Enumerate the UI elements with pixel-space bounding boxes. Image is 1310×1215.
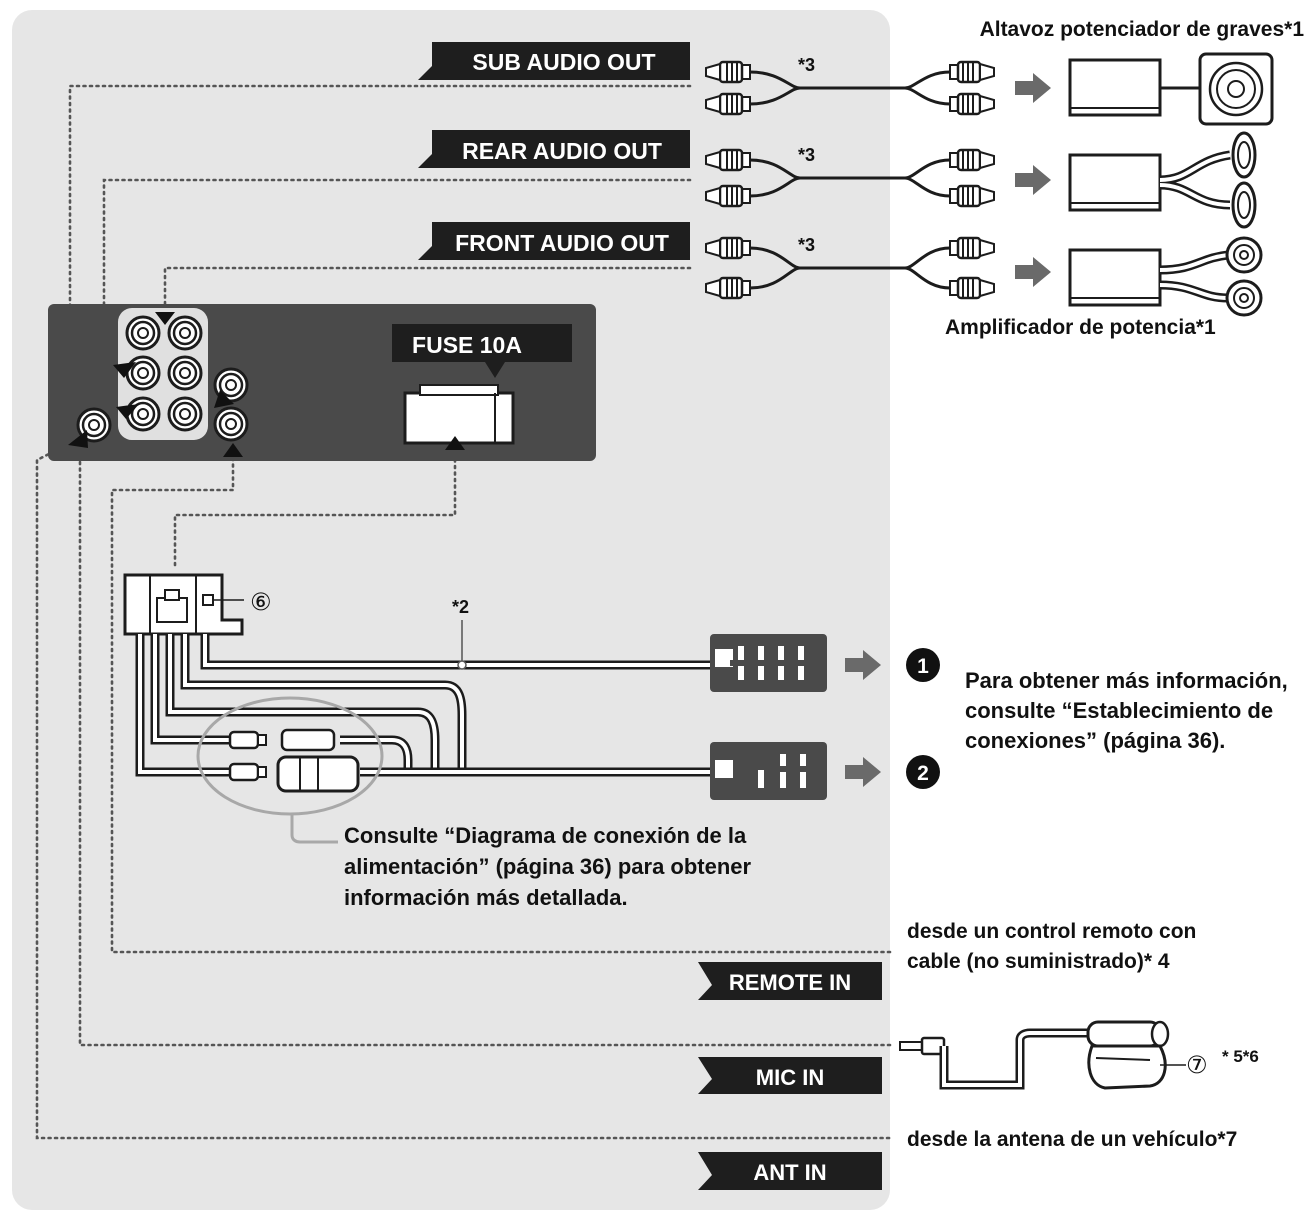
front-audio-out-label: FRONT AUDIO OUT bbox=[418, 222, 690, 260]
harness-wires bbox=[135, 634, 710, 777]
info-paragraph: Para obtener más información, consulte “… bbox=[965, 668, 1288, 753]
power-line-1: Consulte “Diagrama de conexión de la bbox=[344, 823, 747, 848]
fuse-connector-socket bbox=[403, 384, 515, 445]
front-audio-out-text: FRONT AUDIO OUT bbox=[455, 230, 669, 256]
note-star2: *2 bbox=[452, 597, 469, 617]
front-speaker-icon bbox=[1225, 236, 1263, 274]
rca-jack bbox=[167, 315, 203, 351]
mic-in-label: MIC IN bbox=[698, 1057, 882, 1094]
power-harness-plug bbox=[123, 573, 244, 636]
rca-cable-rear bbox=[704, 148, 1051, 208]
note-star3-sub: *3 bbox=[798, 55, 815, 75]
power-line-3: información más detallada. bbox=[344, 885, 628, 910]
rear-audio-out-text: REAR AUDIO OUT bbox=[462, 138, 662, 164]
marker-1-text: 1 bbox=[917, 655, 929, 678]
fuse-label-text: FUSE 10A bbox=[412, 332, 522, 358]
remote-in-label: REMOTE IN bbox=[698, 962, 882, 1000]
microphone-icon bbox=[899, 1020, 1186, 1090]
power-line-2: alimentación” (página 36) para obtener bbox=[344, 854, 752, 879]
power-diagram-paragraph: Consulte “Diagrama de conexión de la ali… bbox=[344, 823, 752, 910]
callout-6: ⑥ bbox=[250, 589, 272, 616]
ant-in-label: ANT IN bbox=[698, 1152, 882, 1190]
sub-audio-out-text: SUB AUDIO OUT bbox=[472, 49, 655, 75]
fuse-label: FUSE 10A bbox=[392, 324, 572, 378]
connector-1 bbox=[710, 634, 827, 692]
subwoofer-caption: Altavoz potenciador de graves*1 bbox=[980, 18, 1305, 41]
front-speaker-icon bbox=[1225, 279, 1263, 317]
remote-in-text: REMOTE IN bbox=[729, 970, 851, 995]
rca-jack bbox=[167, 396, 203, 432]
subwoofer-amplifier-box bbox=[1068, 58, 1200, 117]
rca-jack bbox=[167, 355, 203, 391]
ant-in-jack bbox=[213, 406, 249, 442]
mic-in-text: MIC IN bbox=[756, 1065, 824, 1090]
power-connection-highlight bbox=[196, 696, 384, 816]
power-amplifier-box bbox=[1068, 248, 1229, 307]
info-line-1: Para obtener más información, bbox=[965, 668, 1288, 693]
harness-mid-connectors bbox=[228, 728, 360, 793]
note-star2-dot bbox=[457, 660, 467, 670]
rear-audio-out-label: REAR AUDIO OUT bbox=[418, 130, 690, 168]
remote-caption-1: desde un control remoto con bbox=[907, 920, 1196, 943]
amplifier-caption: Amplificador de potencia*1 bbox=[945, 316, 1216, 339]
rca-cable-front bbox=[704, 236, 1051, 300]
highlight-leader-line bbox=[290, 814, 338, 844]
rca-jack bbox=[125, 396, 161, 432]
info-line-2: consulte “Establecimiento de bbox=[965, 698, 1273, 723]
connector-2 bbox=[710, 742, 827, 800]
rca-jack bbox=[125, 315, 161, 351]
subwoofer-speaker-icon bbox=[1198, 52, 1274, 126]
remote-caption-2: cable (no suministrado)* 4 bbox=[907, 950, 1170, 973]
note-star56: * 5*6 bbox=[1222, 1047, 1259, 1066]
rear-amplifier-box bbox=[1068, 150, 1231, 212]
antenna-caption: desde la antena de un vehículo*7 bbox=[907, 1128, 1237, 1151]
note-star3-front: *3 bbox=[798, 235, 815, 255]
sub-audio-out-label: SUB AUDIO OUT bbox=[418, 42, 690, 80]
marker-2-text: 2 bbox=[917, 762, 929, 785]
info-line-3: conexiones” (página 36). bbox=[965, 728, 1225, 753]
ant-in-text: ANT IN bbox=[753, 1160, 826, 1185]
rear-speaker-icon bbox=[1231, 181, 1257, 229]
marker-2: 2 bbox=[906, 755, 940, 789]
rear-speaker-icon bbox=[1231, 131, 1257, 179]
callout-7: ⑦ bbox=[1186, 1052, 1208, 1079]
rca-jack bbox=[125, 355, 161, 391]
marker-1: 1 bbox=[906, 648, 940, 682]
rca-cable-sub bbox=[704, 60, 1051, 116]
note-star3-rear: *3 bbox=[798, 145, 815, 165]
